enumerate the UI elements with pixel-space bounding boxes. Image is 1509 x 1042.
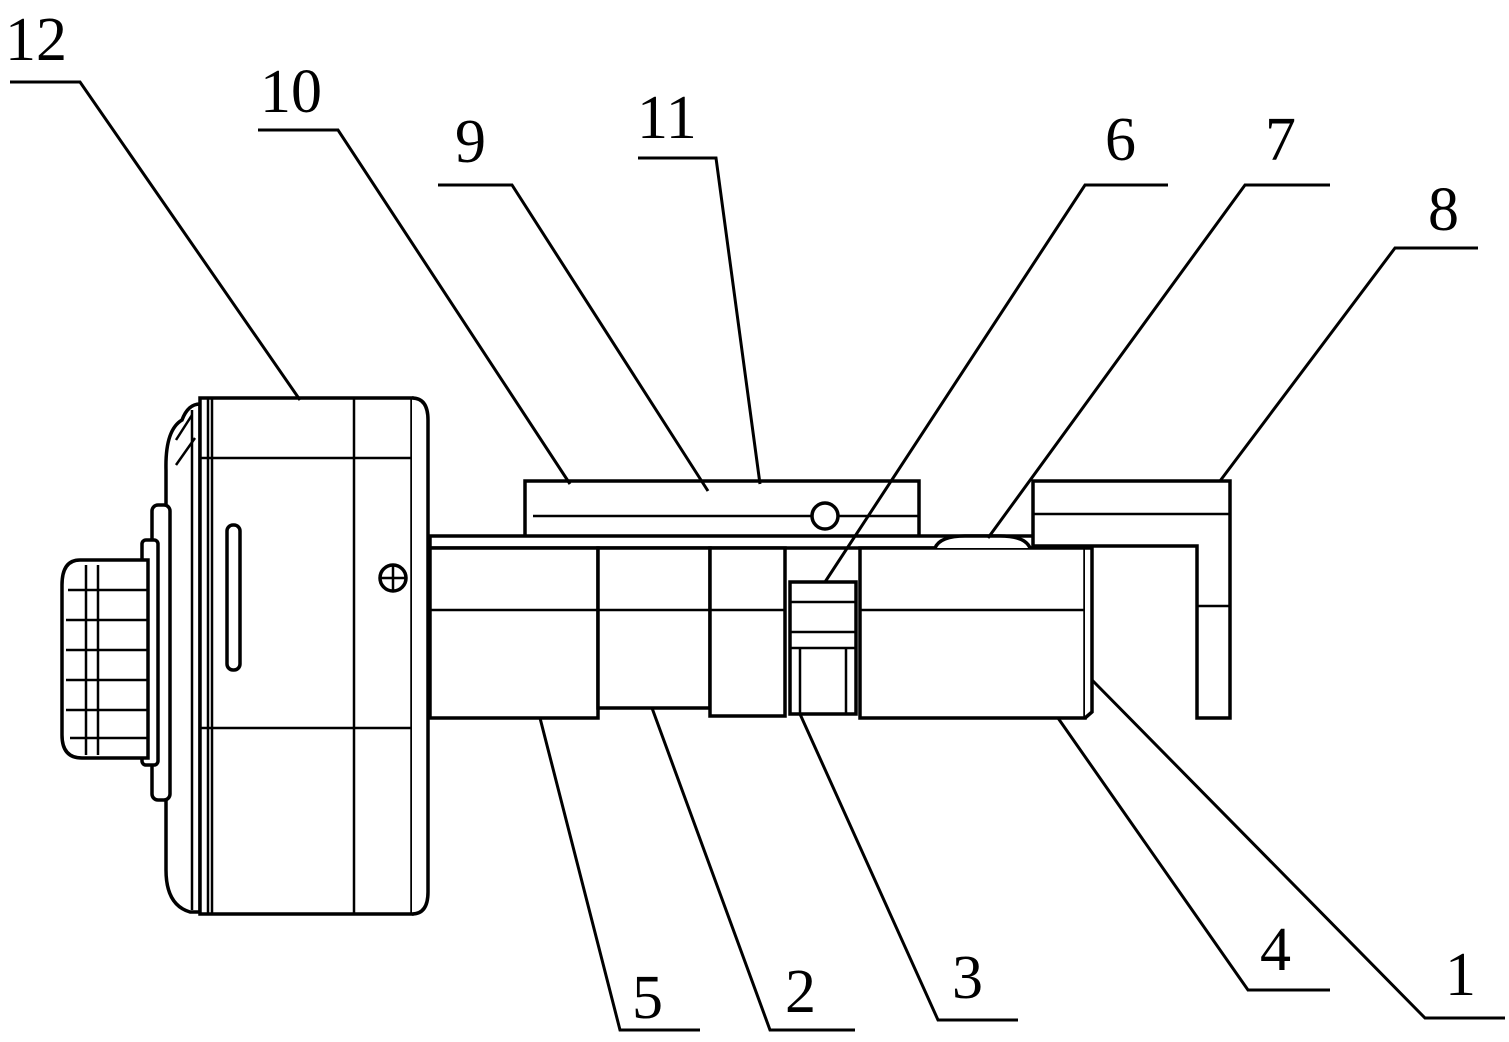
callout-11: 11	[637, 84, 697, 152]
callout-3: 3	[952, 944, 983, 1012]
callout-6: 6	[1105, 106, 1136, 174]
part-5-segment	[430, 548, 598, 718]
callout-10: 10	[260, 58, 322, 126]
part-12-housing	[166, 398, 428, 914]
callout-1: 1	[1445, 941, 1476, 1009]
knurled-knob	[62, 560, 148, 758]
callout-8: 8	[1428, 176, 1459, 244]
part-3-segment	[710, 548, 785, 716]
part-4-segment	[860, 548, 1085, 718]
callout-12: 12	[5, 6, 67, 74]
callout-5: 5	[632, 964, 663, 1032]
part-9-top-plate	[525, 481, 919, 541]
cylinder-body	[430, 536, 1092, 718]
callout-2: 2	[785, 958, 816, 1026]
part-2-segment	[598, 548, 710, 708]
part-7-detail	[935, 536, 1030, 548]
callout-9: 9	[455, 108, 486, 176]
part-1-endcap	[1085, 548, 1092, 718]
callout-7: 7	[1265, 106, 1296, 174]
callout-4: 4	[1260, 916, 1291, 984]
